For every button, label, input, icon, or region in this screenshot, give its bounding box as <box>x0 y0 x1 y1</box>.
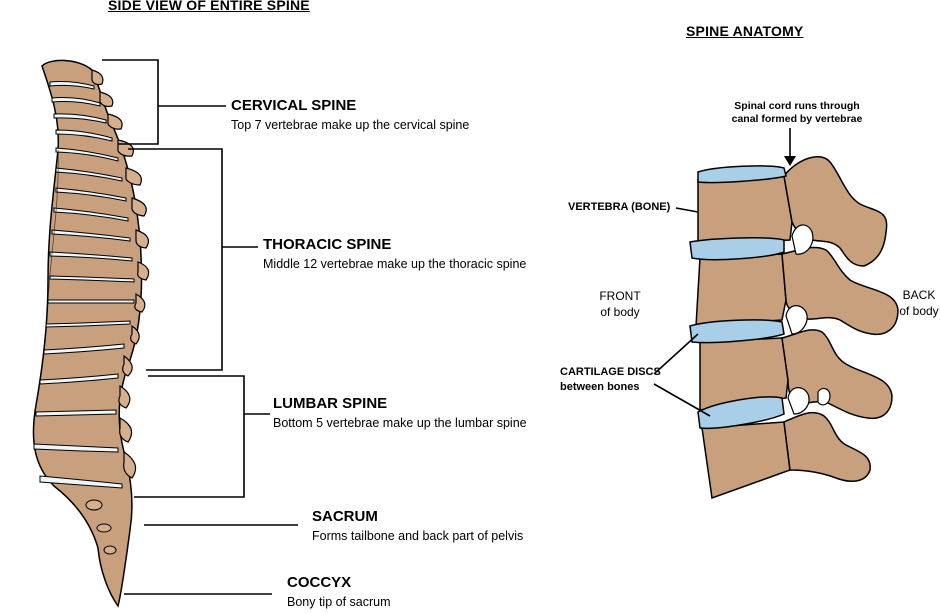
front-line1: FRONT <box>599 289 641 303</box>
cervical-title: CERVICAL SPINE <box>231 97 357 114</box>
front-line2: of body <box>600 305 640 319</box>
disc-3 <box>689 319 785 344</box>
lumbar-bracket <box>134 375 245 498</box>
disc-leader-1 <box>653 333 699 375</box>
discs-label: CARTILAGE DISCS between bones <box>560 365 661 395</box>
vertebra-leader <box>675 207 699 213</box>
posterior-process-4 <box>783 411 871 483</box>
spine-anatomy-heading: SPINE ANATOMY <box>686 23 804 39</box>
cord-note-line1: Spinal cord runs through <box>734 100 860 112</box>
disc-4 <box>697 396 785 430</box>
back-line2: of body <box>899 304 939 318</box>
disc-2 <box>689 237 785 261</box>
cervical-bracket <box>102 59 159 145</box>
front-label: FRONT of body <box>594 288 646 320</box>
side-view-heading: SIDE VIEW OF ENTIRE SPINE <box>108 0 310 13</box>
back-label: BACK of body <box>893 287 940 319</box>
vertebra-body-4 <box>701 421 791 500</box>
thoracic-title: THORACIC SPINE <box>263 236 392 253</box>
vertebra-body-2 <box>695 253 787 327</box>
coccyx-title: COCCYX <box>287 574 352 591</box>
lumbar-desc: Bottom 5 vertebrae make up the lumbar sp… <box>273 416 527 430</box>
sacrum-title: SACRUM <box>312 508 378 525</box>
cord-note-line2: canal formed by vertebrae <box>731 113 863 125</box>
cord-arrow-head <box>784 156 796 166</box>
thoracic-bracket <box>128 148 223 371</box>
cord-note: Spinal cord runs through canal formed by… <box>722 100 872 126</box>
coccyx-desc: Bony tip of sacrum <box>287 595 391 609</box>
vertebra-label: VERTEBRA (BONE) <box>568 201 671 213</box>
cervical-desc: Top 7 vertebrae make up the cervical spi… <box>231 118 470 132</box>
back-line1: BACK <box>902 288 936 302</box>
discs-line2: between bones <box>560 381 640 393</box>
lumbar-title: LUMBAR SPINE <box>273 395 388 412</box>
disc-1 <box>697 165 787 184</box>
disc-leader-2 <box>653 383 711 417</box>
discs-line1: CARTILAGE DISCS <box>560 366 661 378</box>
vertebra-body-3 <box>699 337 789 411</box>
sacrum-desc: Forms tailbone and back part of pelvis <box>312 529 524 543</box>
thoracic-desc: Middle 12 vertebrae make up the thoracic… <box>263 257 527 271</box>
vertebra-body-1 <box>697 175 793 245</box>
